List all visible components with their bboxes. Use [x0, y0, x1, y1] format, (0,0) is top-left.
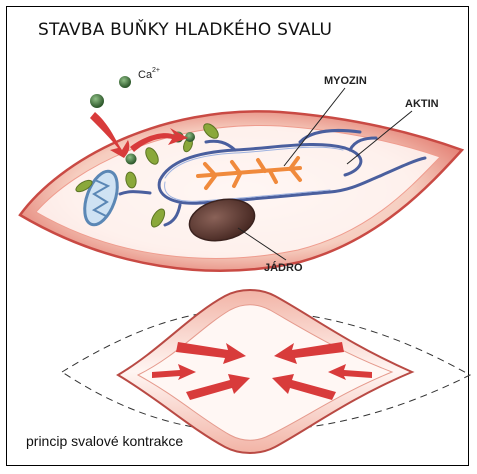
- nucleus-label: JÁDRO: [264, 261, 303, 274]
- calcium-label: Ca: [138, 69, 153, 81]
- calcium-charge-label: 2+: [152, 67, 160, 74]
- actin-label: AKTIN: [405, 98, 439, 110]
- contraction-diagram: [62, 290, 470, 453]
- smooth-muscle-cell: [20, 111, 462, 270]
- myosin-label: MYOZIN: [324, 75, 367, 87]
- calcium-ion-icon: [90, 76, 131, 108]
- figure-caption: princip svalové kontrakce: [26, 433, 183, 449]
